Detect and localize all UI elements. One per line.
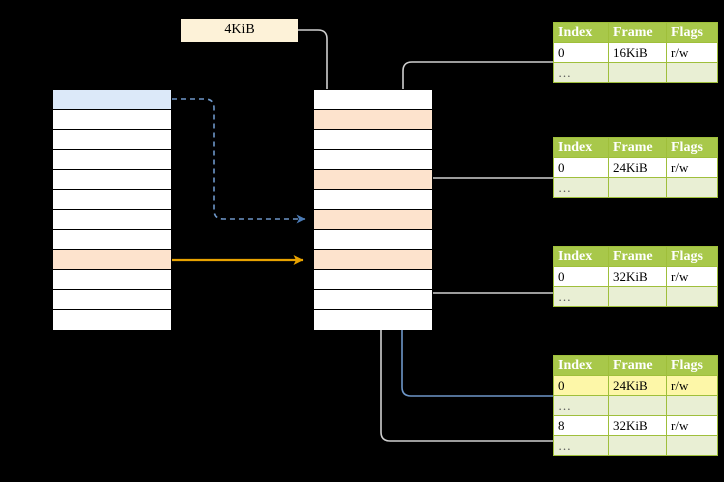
column-cell	[53, 150, 171, 170]
table-cell: 16KiB	[608, 42, 667, 63]
table-cell: 24KiB	[608, 375, 667, 396]
column-header-frame: Frame	[608, 22, 667, 43]
column-cell	[53, 310, 171, 330]
column-cell	[53, 110, 171, 130]
table-cell: r/w	[666, 415, 718, 436]
column-cell	[314, 90, 432, 110]
column-cell	[53, 190, 171, 210]
table-cell	[666, 62, 718, 83]
column-cell	[314, 110, 432, 130]
column-cell	[53, 170, 171, 190]
table-row: …	[553, 286, 718, 307]
column-header-flags: Flags	[666, 22, 718, 43]
column-cell	[314, 230, 432, 250]
connector-pt2-to-middle	[421, 177, 553, 215]
column-cell	[53, 290, 171, 310]
table-cell	[666, 177, 718, 198]
column-cell	[53, 250, 171, 270]
column-header-frame: Frame	[608, 355, 667, 376]
table-cell	[608, 395, 667, 416]
column-header-flags: Flags	[666, 355, 718, 376]
column-header-index: Index	[553, 137, 609, 158]
table-cell	[666, 395, 718, 416]
source-address-column	[52, 89, 172, 330]
column-cell	[53, 130, 171, 150]
column-header-frame: Frame	[608, 246, 667, 267]
column-header-flags: Flags	[666, 137, 718, 158]
table-cell: 24KiB	[608, 157, 667, 178]
column-cell	[314, 170, 432, 190]
table-cell	[608, 62, 667, 83]
table-row: …	[553, 435, 718, 456]
table-cell: …	[553, 177, 609, 198]
table-cell: r/w	[666, 42, 718, 63]
size-label-text: 4KiB	[224, 22, 255, 37]
table-cell: 0	[553, 266, 609, 287]
table-cell	[666, 435, 718, 456]
table-cell: 0	[553, 42, 609, 63]
column-cell	[314, 210, 432, 230]
column-cell	[53, 210, 171, 230]
table-cell: r/w	[666, 266, 718, 287]
column-cell	[53, 230, 171, 250]
column-cell	[314, 150, 432, 170]
connector-left-blue-dashed	[172, 98, 306, 224]
column-cell	[314, 250, 432, 270]
column-cell	[314, 190, 432, 210]
table-cell: 32KiB	[608, 415, 667, 436]
table-cell	[666, 286, 718, 307]
table-cell: …	[553, 435, 609, 456]
table-cell: 8	[553, 415, 609, 436]
column-cell	[314, 270, 432, 290]
table-cell: r/w	[666, 375, 718, 396]
table-cell: r/w	[666, 157, 718, 178]
column-header-index: Index	[553, 22, 609, 43]
table-row: …	[553, 177, 718, 198]
column-header-index: Index	[553, 246, 609, 267]
column-cell	[53, 270, 171, 290]
table-cell: …	[553, 286, 609, 307]
table-cell: 0	[553, 157, 609, 178]
table-cell: 32KiB	[608, 266, 667, 287]
column-cell	[314, 310, 432, 330]
table-cell	[608, 286, 667, 307]
column-header-frame: Frame	[608, 137, 667, 158]
table-cell	[608, 435, 667, 456]
size-label-4kib: 4KiB	[181, 19, 298, 42]
column-header-index: Index	[553, 355, 609, 376]
target-address-column	[313, 89, 433, 330]
connector-pt3-to-middle	[415, 264, 553, 294]
column-cell	[53, 90, 171, 110]
table-cell: …	[553, 62, 609, 83]
table-cell: …	[553, 395, 609, 416]
column-header-flags: Flags	[666, 246, 718, 267]
column-cell	[314, 130, 432, 150]
table-cell: 0	[553, 375, 609, 396]
column-cell	[314, 290, 432, 310]
table-cell	[608, 177, 667, 198]
table-row: …	[553, 62, 718, 83]
table-row: …	[553, 395, 718, 416]
